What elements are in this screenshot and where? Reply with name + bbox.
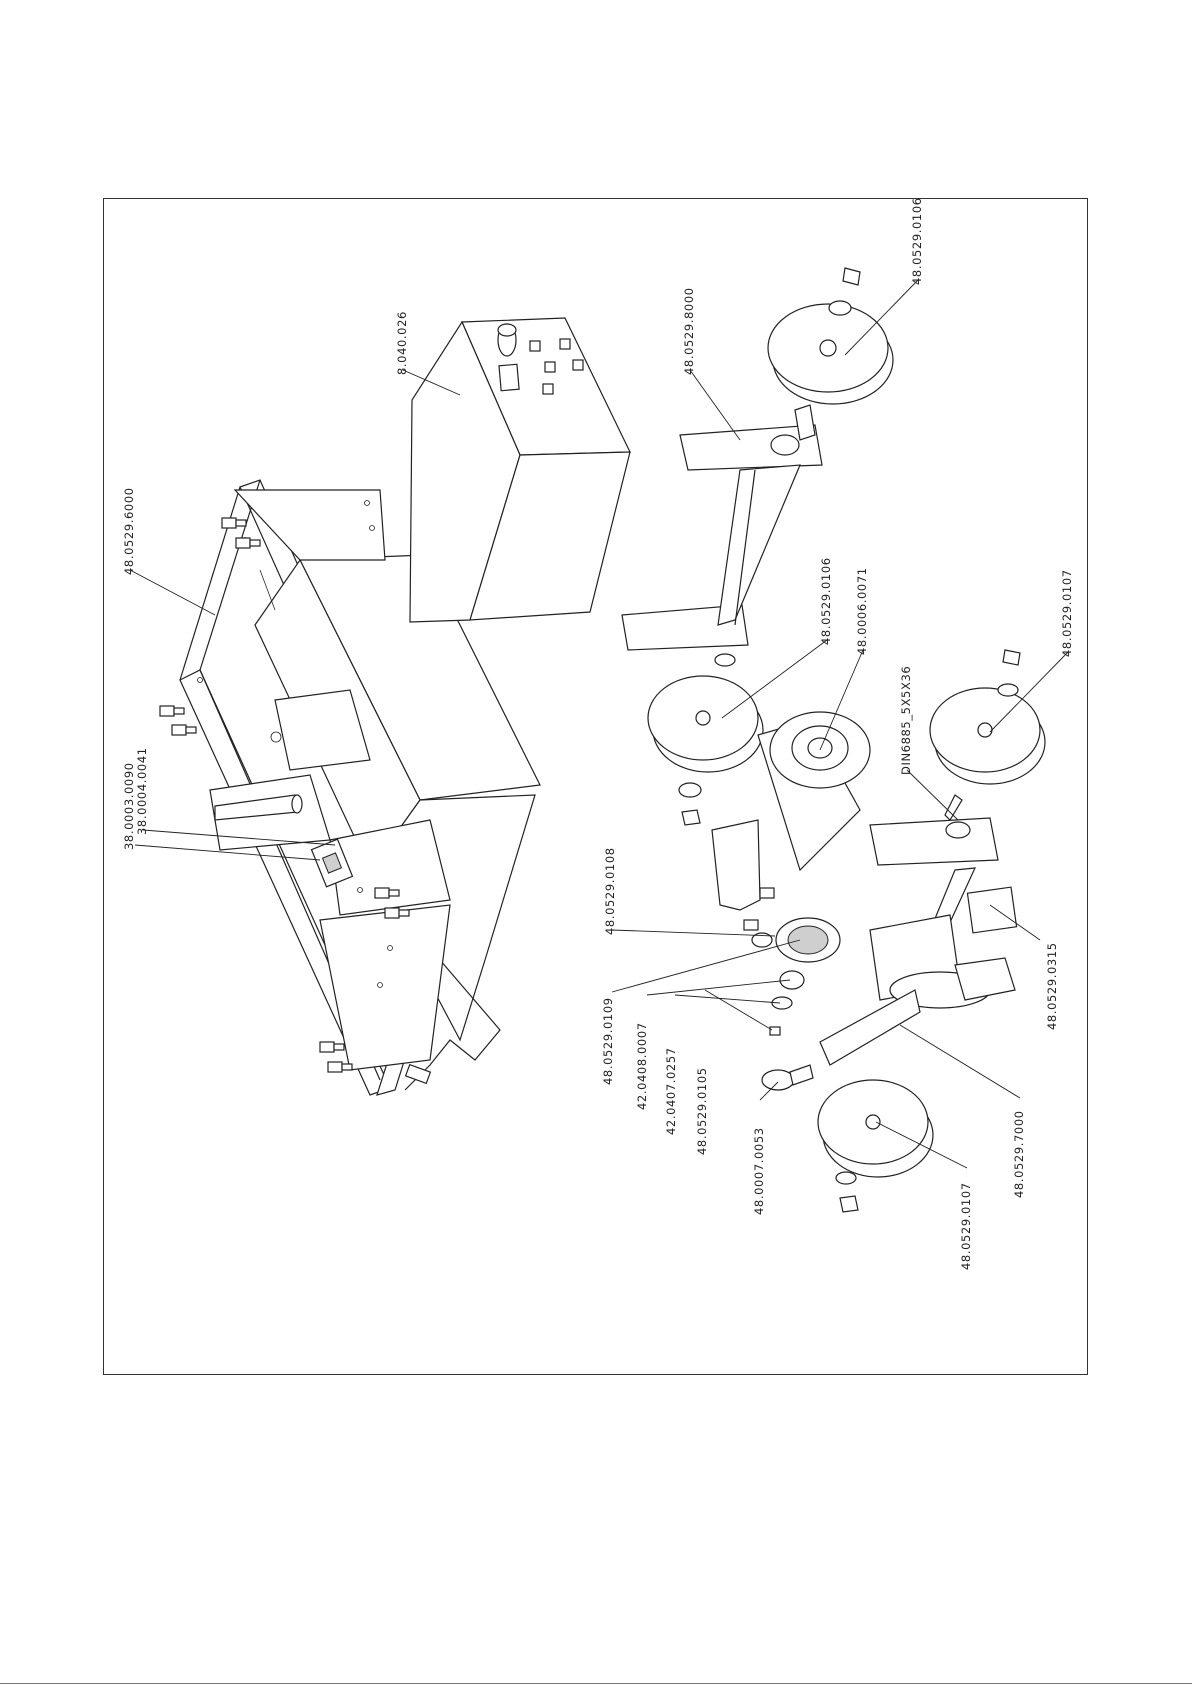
callout-label: 48.0529.0108 — [603, 847, 617, 935]
callout-label: 48.0529.0105 — [695, 1067, 709, 1155]
callout-label: DIN6885_5X5X36 — [899, 666, 913, 775]
upper-shaft-assembly — [622, 268, 893, 666]
callout-label: 48.0529.8000 — [682, 287, 696, 375]
callout-label: 48.0529.0106 — [910, 197, 924, 285]
callout-label: 48.0529.7000 — [1012, 1110, 1026, 1198]
callout-label: 48.0529.0107 — [959, 1182, 973, 1270]
callout-label: 38.0003.0090 — [122, 762, 136, 850]
callout-label: 42.0408.0007 — [635, 1022, 649, 1110]
control-box — [410, 318, 630, 622]
callout-label: 48.0007.0053 — [752, 1127, 766, 1215]
callout-label: 48.0006.0071 — [855, 567, 869, 655]
motor-and-wheels — [648, 676, 870, 1090]
callout-label: 42.0407.0257 — [664, 1047, 678, 1135]
callout-label: 48.0529.0107 — [1060, 569, 1074, 657]
callout-label: 38.0004.0041 — [135, 747, 149, 835]
callout-label: 48.0529.0109 — [601, 997, 615, 1085]
callout-label: 48.0529.0315 — [1045, 942, 1059, 1030]
callout-label: 48.0529.6000 — [122, 487, 136, 575]
callout-label: 8.040.026 — [395, 311, 409, 375]
callout-label: 48.0529.0106 — [819, 557, 833, 645]
